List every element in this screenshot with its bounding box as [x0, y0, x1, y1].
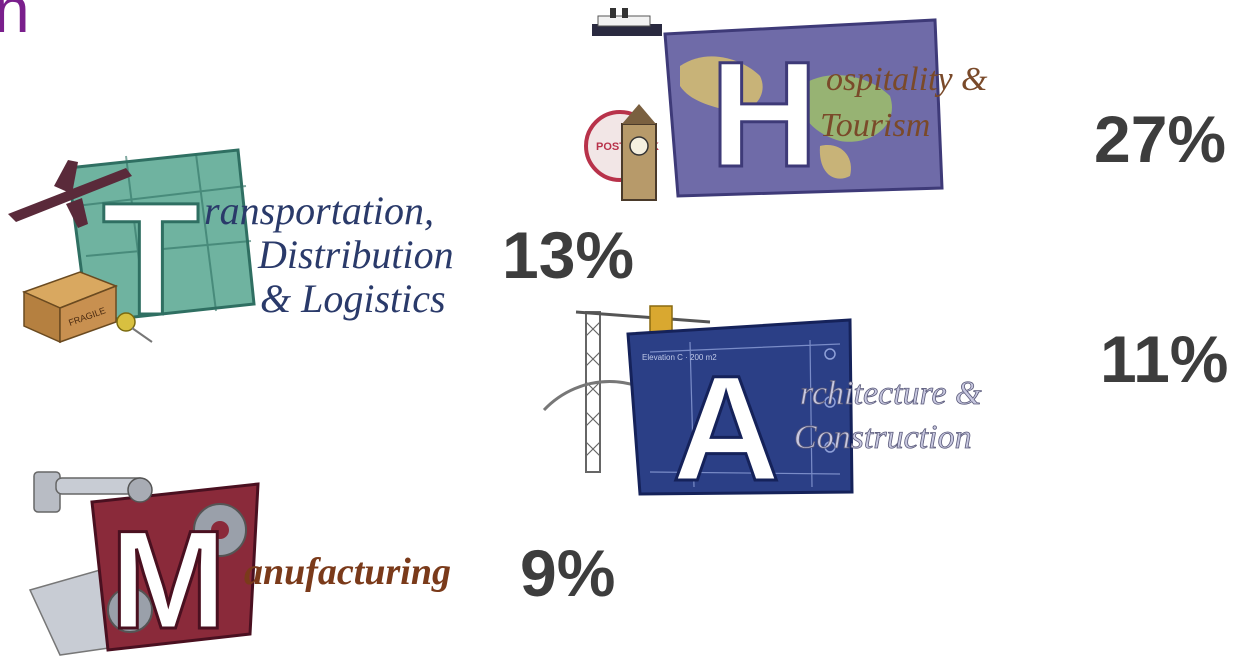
cardboard-box-icon: FRAGILE [21, 271, 119, 344]
hospitality-letter: H [710, 30, 818, 198]
manufacturing-percent: 9% [520, 536, 616, 610]
transportation-name-line1: ransportation, [204, 188, 434, 233]
blueprint-lines [649, 339, 841, 488]
hospitality-name-line1: ospitality & [826, 61, 988, 98]
architecture-letter: A [672, 344, 780, 512]
transportation-tile [66, 148, 256, 324]
hospitality-tourism-logo: H POSTMARK ospitality & Tourism [570, 6, 990, 206]
map-roads [75, 153, 252, 317]
robot-arm-icon [33, 471, 153, 513]
cruise-ship-icon [592, 8, 662, 36]
transportation-name-line2: Distribution [257, 232, 454, 277]
transportation-name-line3: & Logistics [260, 276, 446, 321]
manufacturing-logo: M anufacturing [20, 460, 500, 659]
manufacturing-letter: M [110, 501, 227, 658]
push-pin-icon [116, 312, 153, 343]
architecture-name-line1: rchitecture & [800, 375, 982, 412]
gear-icon [107, 503, 247, 633]
hospitality-name-line2: Tourism [820, 107, 930, 144]
hospitality-percent: 27% [1094, 102, 1227, 176]
manufacturing-name: anufacturing [244, 551, 451, 593]
architecture-tile [626, 318, 854, 496]
transportation-percent: 13% [502, 218, 635, 292]
transportation-logo: T FRAGILE ransportation, Distribution & … [6, 146, 506, 350]
transportation-letter: T [102, 169, 200, 348]
big-ben-icon [621, 104, 657, 201]
blueprint-label: Elevation C · 200 m2 [642, 353, 717, 362]
architecture-percent: 11% [1100, 322, 1229, 396]
architecture-name-line2: Construction [794, 419, 972, 456]
world-map-continent [819, 145, 851, 179]
world-map-continent [799, 75, 892, 142]
airplane-icon [8, 160, 132, 228]
world-map-continent [680, 56, 763, 112]
architecture-logo: Elevation C · 200 m2 A rchitecture & Con… [540, 282, 1020, 514]
heading-fragment: n [0, 0, 30, 46]
